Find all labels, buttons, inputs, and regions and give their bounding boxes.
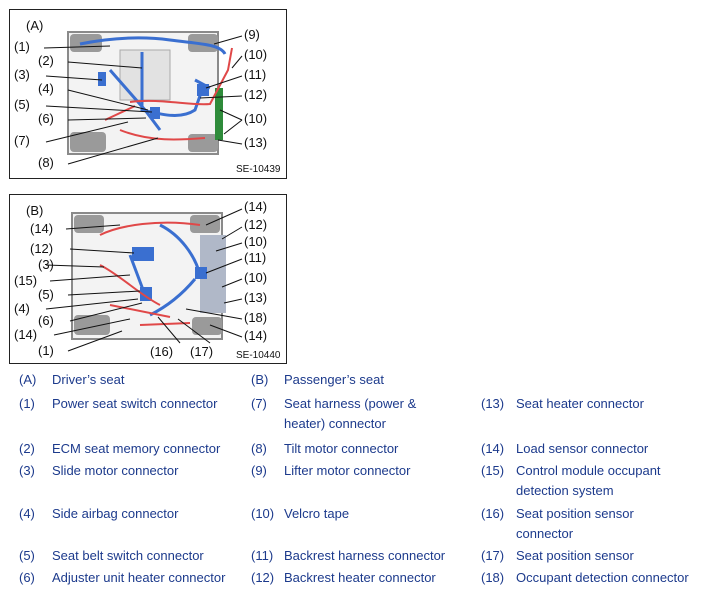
callout: (9)	[244, 27, 260, 42]
callout: (11)	[244, 250, 267, 265]
figure-a-illustration	[43, 31, 243, 165]
figure-code: SE-10439	[236, 164, 281, 175]
callout: (18)	[244, 310, 268, 325]
figure-a-letter: (A)	[26, 18, 44, 33]
callout: (10)	[244, 234, 268, 249]
legend-item: (12)Backrest heater connector	[251, 570, 436, 585]
legend-item: (18)Occupant detection connector	[481, 570, 689, 585]
legend-item: (9)Lifter motor connector	[251, 463, 411, 478]
callout: (10)	[244, 270, 268, 285]
legend-item: (5)Seat belt switch connector	[19, 548, 204, 563]
figure-b-letter: (B)	[26, 203, 44, 218]
figure-b-illustration	[45, 208, 243, 352]
legend-item: (10)Velcro tape	[251, 506, 350, 521]
legend-item: (16)Seat position sensor connector	[481, 506, 634, 541]
callout: (10)	[244, 47, 268, 62]
figure-b-passengers-seat: (B) (14) (12) (3) (15) (5) (4) (6) (14) …	[9, 194, 287, 364]
legend-item: (13)Seat heater connector	[481, 396, 644, 411]
figure-a-drivers-seat: (A) (1) (2) (3) (4) (5) (6) (7) (8) (9) …	[9, 9, 287, 179]
callout: (5)	[14, 97, 30, 112]
callout: (2)	[38, 53, 54, 68]
callout: (6)	[38, 313, 54, 328]
legend-item: (8)Tilt motor connector	[251, 441, 399, 456]
legend-item: (7)Seat harness (power & heater) connect…	[251, 396, 417, 431]
callout: (12)	[244, 87, 268, 102]
legend-item: (B)Passenger’s seat	[251, 372, 384, 387]
callout: (11)	[244, 67, 267, 82]
callout: (15)	[14, 273, 38, 288]
legend-item: (11)Backrest harness connector	[251, 548, 446, 563]
callout: (3)	[38, 257, 54, 272]
callout: (13)	[244, 290, 268, 305]
callout: (4)	[38, 81, 54, 96]
legend-item: (17)Seat position sensor	[481, 548, 634, 563]
legend-item: (3)Slide motor connector	[19, 463, 179, 478]
callout: (14)	[244, 328, 268, 343]
callout: (1)	[14, 39, 30, 54]
legend-item: (4)Side airbag connector	[19, 506, 179, 521]
callout: (16)	[150, 344, 174, 359]
legend-item: (1)Power seat switch connector	[19, 396, 218, 411]
callout: (14)	[244, 199, 268, 214]
figure-code: SE-10440	[236, 350, 281, 361]
callout: (14)	[30, 221, 54, 236]
callout: (7)	[14, 133, 30, 148]
legend-item: (A)Driver’s seat	[19, 372, 125, 387]
callout: (12)	[244, 217, 268, 232]
callout: (13)	[244, 135, 268, 150]
legend-item: (14)Load sensor connector	[481, 441, 649, 456]
callout: (14)	[14, 327, 38, 342]
callout: (12)	[30, 241, 54, 256]
callout: (8)	[38, 155, 54, 170]
callout: (5)	[38, 287, 54, 302]
callout: (4)	[14, 301, 30, 316]
callout: (10)	[244, 111, 268, 126]
legend: (A)Driver’s seat (B)Passenger’s seat (1)…	[0, 368, 707, 593]
callout: (17)	[190, 344, 214, 359]
legend-item: (6)Adjuster unit heater connector	[19, 570, 226, 585]
callout: (1)	[38, 343, 54, 358]
callout: (3)	[14, 67, 30, 82]
legend-item: (15)Control module occupant detection sy…	[481, 463, 661, 498]
legend-item: (2)ECM seat memory connector	[19, 441, 221, 456]
callout: (6)	[38, 111, 54, 126]
